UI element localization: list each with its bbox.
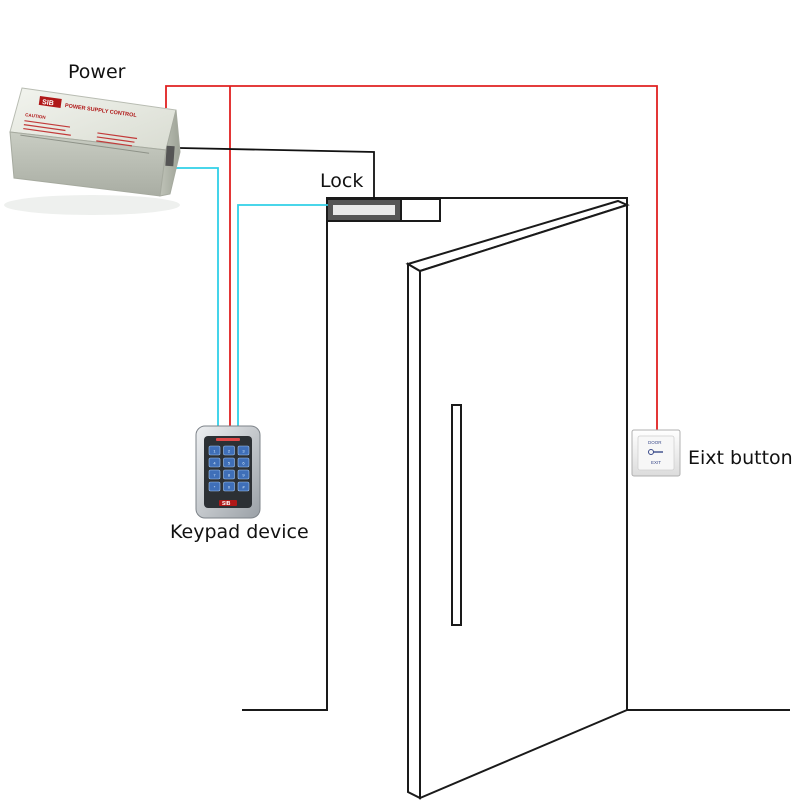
data-wire-lock <box>237 204 328 428</box>
exit-bottom-text: EXIT <box>651 460 661 465</box>
keypad-key-label: 3 <box>242 449 245 454</box>
lock-armature-plate <box>399 198 441 222</box>
left-floor-line <box>242 197 790 711</box>
keypad-key-label: 8 <box>228 473 231 478</box>
power-supply: SIB POWER SUPPLY CONTROL CAUTION <box>4 87 181 215</box>
keypad-key[interactable] <box>237 481 250 492</box>
data-wire-keypad <box>172 167 219 428</box>
keypad-key-label: 2 <box>228 449 231 454</box>
wires <box>165 85 658 430</box>
keypad-key[interactable] <box>208 481 221 492</box>
keypad-key[interactable] <box>208 469 221 480</box>
exit-top-text: DOOR <box>648 440 662 445</box>
keypad-logo-box <box>219 500 237 506</box>
lock-body-face <box>333 205 395 215</box>
door <box>405 199 630 800</box>
keypad-device: 1 2 3 4 5 6 7 8 9 * 0 # SIB <box>195 425 261 519</box>
door-handle <box>451 404 462 626</box>
psu-text-line-1 <box>24 120 71 128</box>
psu-terminal <box>165 145 175 167</box>
psu-text-line-4 <box>97 132 138 140</box>
exit-plate-inner <box>637 435 675 471</box>
keypad-key-label: * <box>214 485 216 490</box>
keypad-led <box>216 438 240 441</box>
keypad-keys: 1 2 3 4 5 6 7 8 9 * 0 # <box>208 445 250 492</box>
keypad-key[interactable] <box>223 481 235 492</box>
psu-logo-box <box>38 96 62 108</box>
keypad-key[interactable] <box>223 469 235 480</box>
keypad-key-label: 9 <box>242 473 245 478</box>
psu-brand: SIB <box>42 99 55 108</box>
door-edge <box>407 262 421 800</box>
keypad-key-label: # <box>242 485 245 490</box>
door-face <box>419 203 628 800</box>
magnetic-lock <box>326 198 441 222</box>
keypad-key-label: 7 <box>213 473 216 478</box>
exit-button-label: Eixt button <box>688 447 793 469</box>
psu-text-line-5 <box>96 136 135 143</box>
keypad-key[interactable] <box>237 457 250 468</box>
power-label: Power <box>68 61 126 83</box>
power-wire-exit <box>165 85 658 430</box>
keypad-key[interactable] <box>223 445 235 456</box>
psu-text-line-6 <box>96 140 133 147</box>
keypad-key-label: 0 <box>228 485 231 490</box>
keypad-key-label: 1 <box>213 449 216 454</box>
exit-key-shaft <box>653 451 663 453</box>
keypad-key[interactable] <box>223 457 235 468</box>
keypad-key[interactable] <box>208 445 221 456</box>
keypad-key-label: 5 <box>228 461 231 466</box>
lock-label: Lock <box>320 170 363 192</box>
keypad-brand: SIB <box>222 501 231 507</box>
psu-caution: CAUTION <box>25 112 46 120</box>
keypad-key-label: 6 <box>242 461 245 466</box>
psu-text-line-3 <box>23 127 71 136</box>
psu-shadow <box>4 195 180 215</box>
ground-wire-lock <box>179 147 375 199</box>
keypad-key[interactable] <box>237 445 250 456</box>
psu-text-line-7 <box>20 134 150 154</box>
room-outline <box>242 197 790 711</box>
exit-button: DOOR EXIT <box>631 429 681 477</box>
keypad-key-label: 4 <box>213 461 216 466</box>
keypad-key[interactable] <box>237 469 250 480</box>
psu-text-line-2 <box>23 124 66 132</box>
keypad-key[interactable] <box>208 457 221 468</box>
keypad-label: Keypad device <box>170 521 309 543</box>
